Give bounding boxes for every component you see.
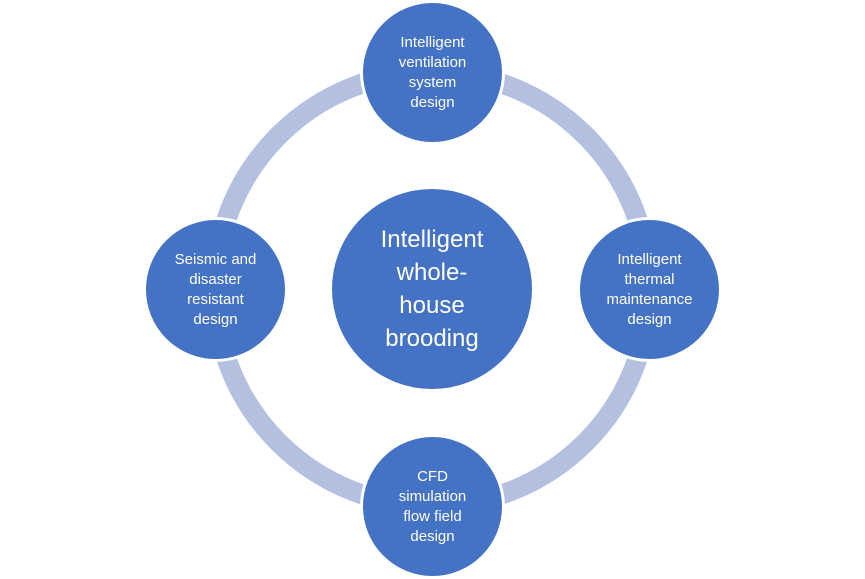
center-node-intelligent-whole-house-brooding: Intelligent whole- house brooding: [329, 186, 535, 392]
node-label: Intelligent ventilation system design: [398, 33, 467, 111]
node-intelligent-ventilation-system-design: Intelligent ventilation system design: [360, 0, 505, 145]
center-label: Intelligent whole- house brooding: [380, 226, 484, 352]
node-intelligent-thermal-maintenance-design: Intelligent thermal maintenance design: [577, 217, 722, 362]
node-seismic-and-disaster-resistant-design: Seismic and disaster resistant design: [143, 217, 288, 362]
node-label: CFD simulation flow field design: [398, 467, 467, 545]
node-cfd-simulation-flow-field-design: CFD simulation flow field design: [360, 434, 505, 579]
node-label: Seismic and disaster resistant design: [174, 250, 257, 328]
node-label: Intelligent thermal maintenance design: [606, 250, 693, 328]
